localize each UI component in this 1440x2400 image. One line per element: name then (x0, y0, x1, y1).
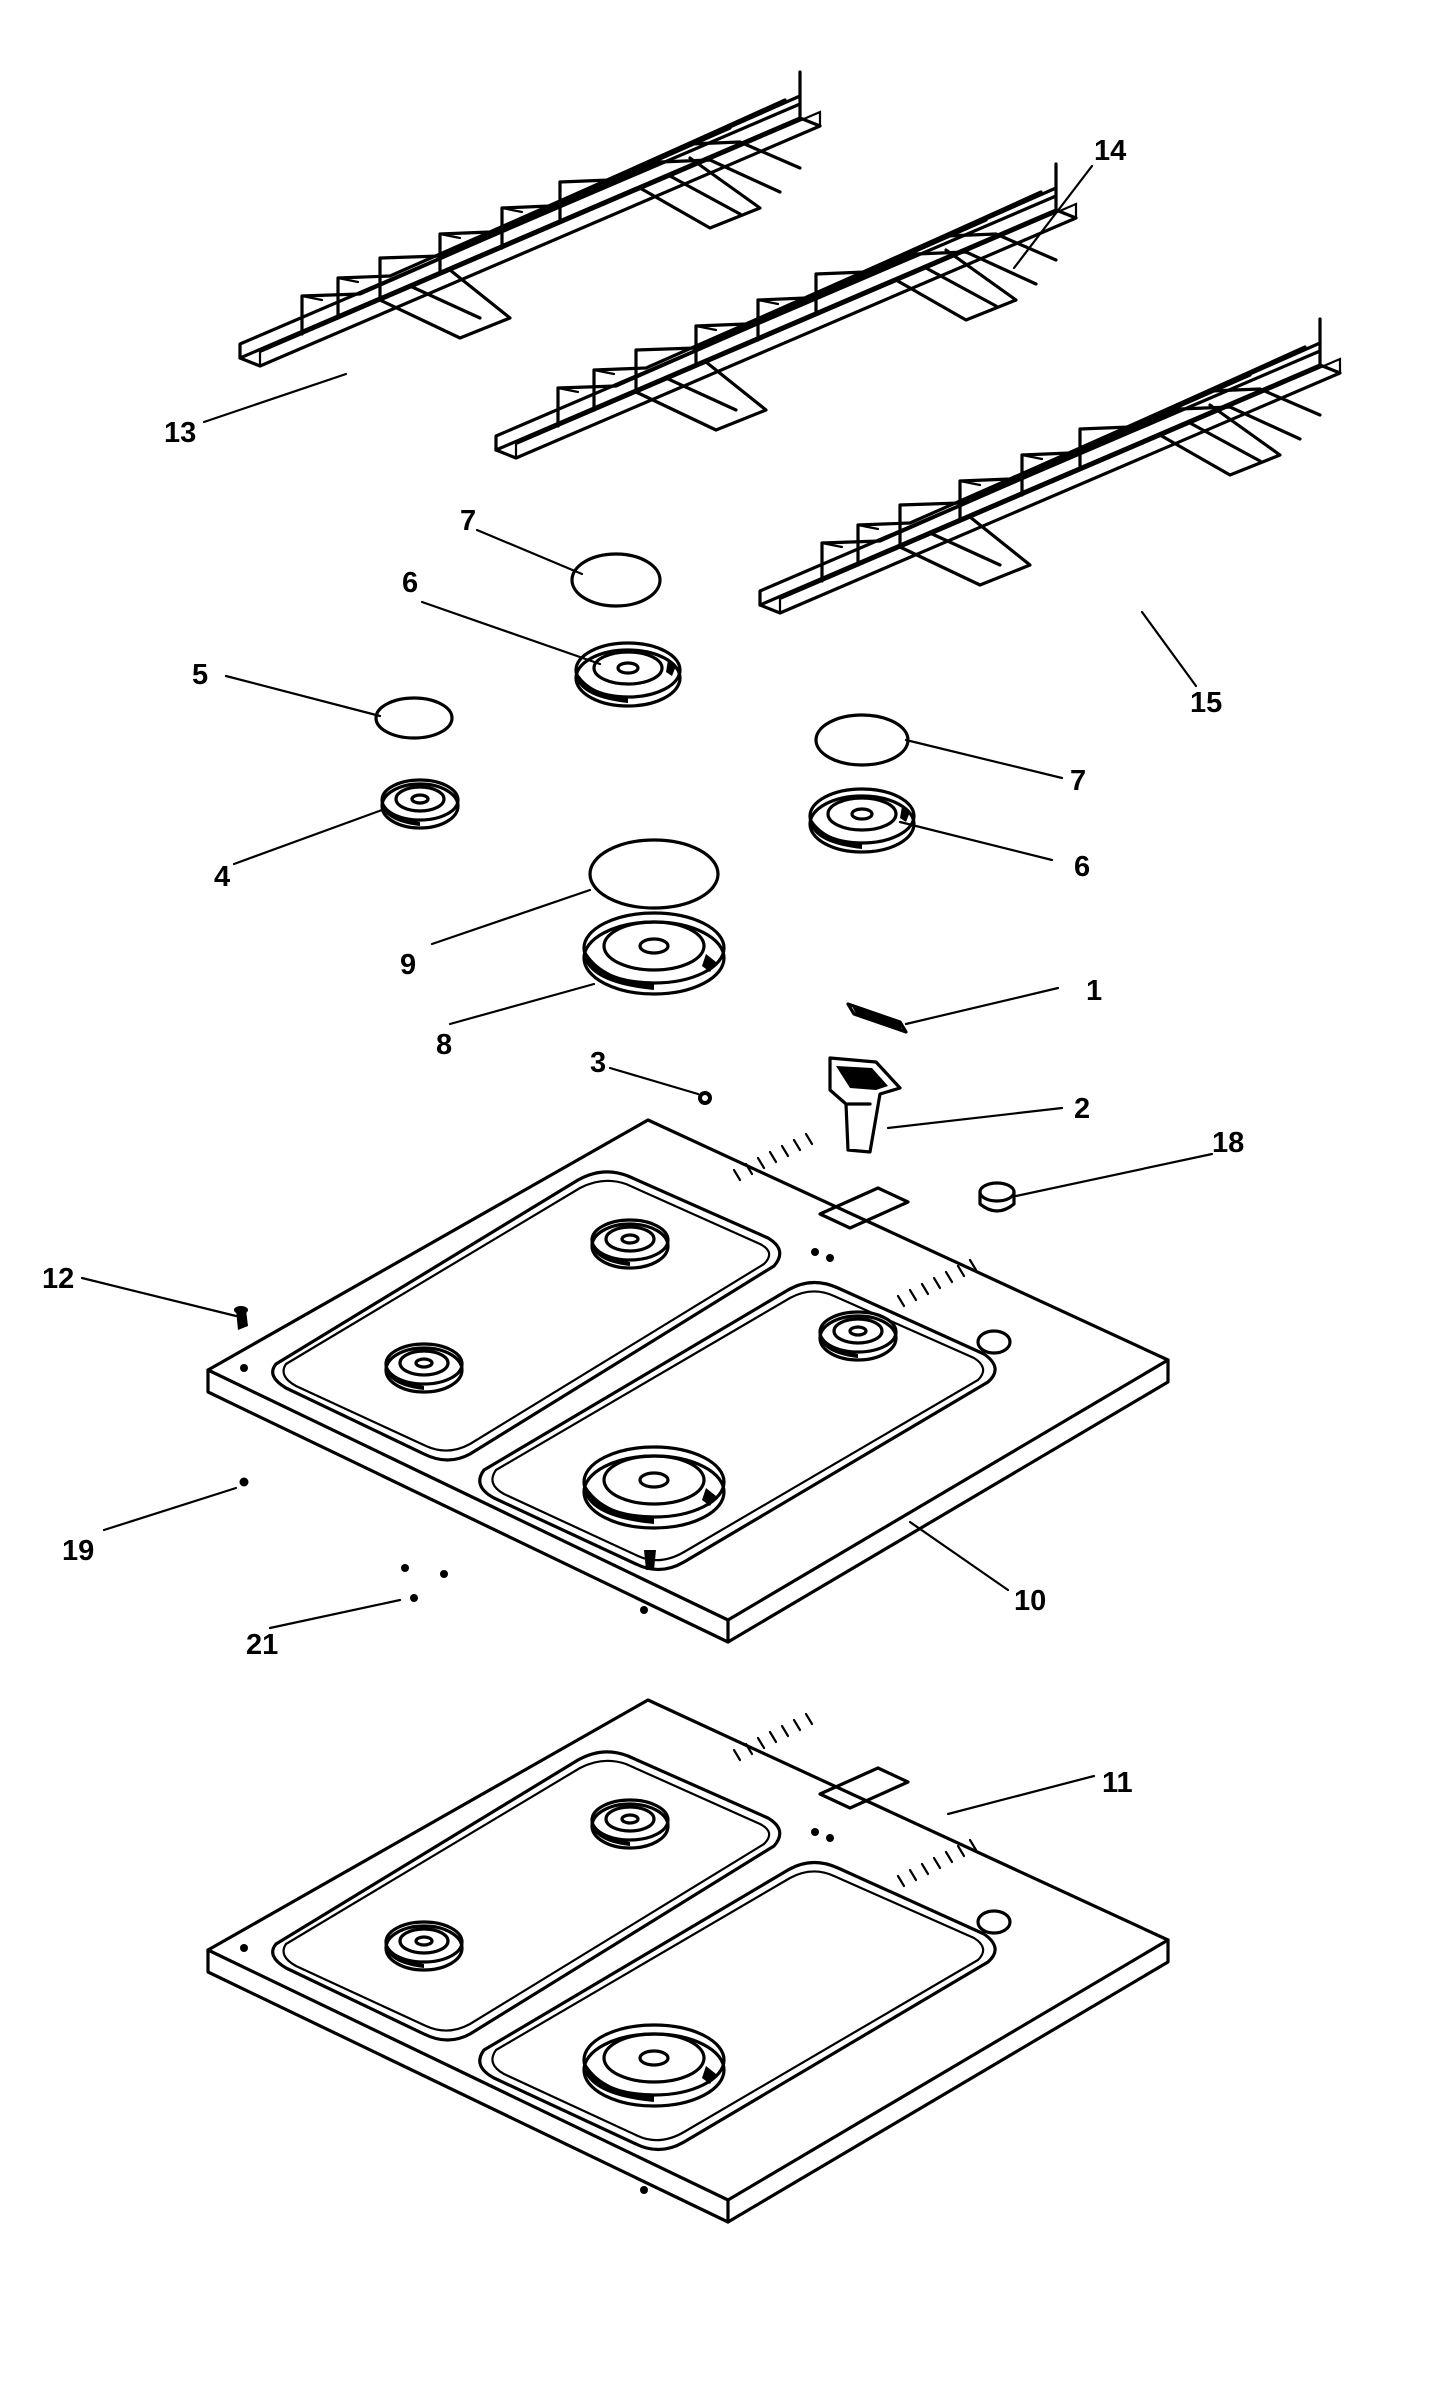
part-12-screw (234, 1306, 248, 1330)
burner-head-4 (380, 778, 460, 830)
cooktop-11 (206, 1698, 1170, 2224)
label-p13: 13 (164, 417, 196, 449)
label-p4: 4 (214, 861, 230, 893)
label-p12: 12 (42, 1263, 74, 1295)
label-p7a: 7 (460, 505, 476, 537)
grate-14 (494, 162, 1078, 460)
label-p18: 18 (1212, 1127, 1244, 1159)
part-2-bracket (828, 1056, 902, 1154)
burner-cap-5 (374, 696, 454, 740)
label-p10: 10 (1014, 1585, 1046, 1617)
label-p11: 11 (1102, 1767, 1133, 1799)
label-p6b: 6 (1074, 851, 1090, 883)
grate-13 (238, 70, 822, 368)
leader-lines (80, 164, 1214, 1816)
burner-head-8 (582, 911, 726, 996)
label-p9: 9 (400, 949, 416, 981)
part-21-dots (401, 1564, 448, 1602)
burner-head-6-lower (808, 787, 916, 854)
label-p19: 19 (62, 1535, 94, 1567)
burner-cap-9 (588, 838, 720, 910)
label-p1: 1 (1086, 975, 1102, 1007)
burner-cap-7-upper (570, 552, 662, 608)
part-3-screw (698, 1091, 712, 1105)
label-p6a: 6 (402, 567, 418, 599)
cooktop-10 (206, 1118, 1170, 1644)
part-18-knob (978, 1181, 1016, 1213)
part-labels: 1 2 3 4 5 6 6 7 7 8 9 10 11 12 13 14 15 … (42, 135, 1244, 1799)
label-p8: 8 (436, 1029, 452, 1061)
burner-cap-7-lower (814, 713, 910, 767)
label-p5: 5 (192, 659, 208, 691)
grate-15 (758, 317, 1342, 615)
label-p2: 2 (1074, 1093, 1090, 1125)
part-19-dot (239, 1477, 249, 1487)
label-p7b: 7 (1070, 765, 1086, 797)
part-1-strip (846, 1002, 908, 1034)
burner-head-6-upper (574, 641, 682, 708)
label-p15: 15 (1190, 687, 1222, 719)
label-p3: 3 (590, 1047, 606, 1079)
label-p14: 14 (1094, 135, 1126, 167)
label-p21: 21 (246, 1629, 278, 1661)
